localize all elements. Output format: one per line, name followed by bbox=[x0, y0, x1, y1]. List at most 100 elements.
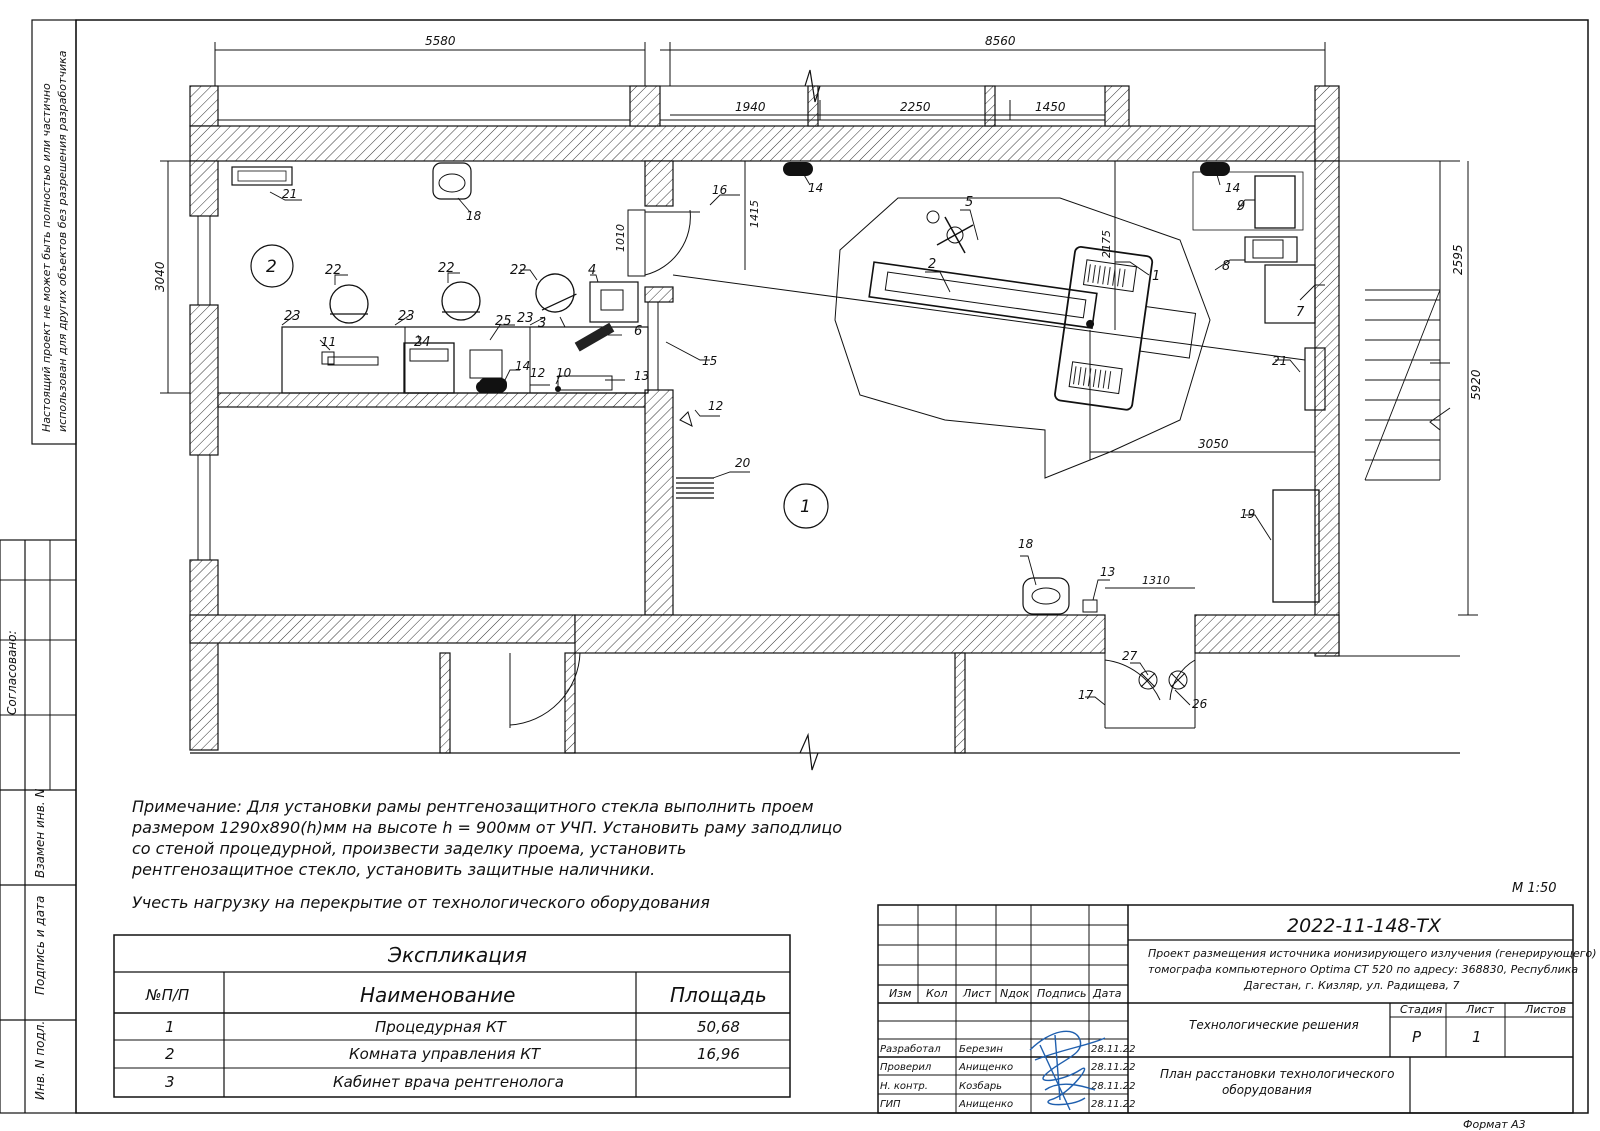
callout-14b: 14 bbox=[1225, 181, 1240, 195]
explication-header-name: Наименование bbox=[360, 983, 515, 1007]
col-list: Лист bbox=[962, 987, 991, 1000]
callout-14c: 14 bbox=[515, 359, 530, 373]
note-line5: Учесть нагрузку на перекрытие от техноло… bbox=[132, 893, 710, 912]
explication-title: Экспликация bbox=[387, 943, 527, 967]
sign-date: 28.11.22 bbox=[1091, 1099, 1136, 1110]
callout-19: 19 bbox=[1240, 507, 1255, 521]
sign-date: 28.11.22 bbox=[1091, 1081, 1136, 1092]
inventory-label: Инв. N подл. bbox=[33, 1021, 47, 1100]
callout-3: 3 bbox=[538, 316, 546, 331]
callout-21b: 21 bbox=[1272, 354, 1287, 368]
dim-5580: 5580 bbox=[425, 34, 456, 48]
callout-23a: 23 bbox=[284, 309, 301, 324]
room-2-number: 2 bbox=[266, 257, 277, 277]
signature-scribble bbox=[1029, 1030, 1106, 1111]
side-note-line1: Настоящий проект не может быть полностью… bbox=[40, 83, 53, 432]
callout-1: 1 bbox=[1152, 269, 1160, 284]
explication-row-num: 2 bbox=[165, 1045, 175, 1063]
scale-label: М 1:50 bbox=[1512, 881, 1557, 896]
dim-1310: 1310 bbox=[1142, 574, 1170, 587]
ct-gantry bbox=[1054, 246, 1197, 411]
callout-18a: 18 bbox=[466, 209, 482, 223]
ct-table bbox=[868, 261, 1098, 329]
role: Н. контр. bbox=[880, 1081, 928, 1092]
callout-22c: 22 bbox=[510, 263, 527, 278]
dim-2250: 2250 bbox=[900, 100, 931, 114]
note-block: Примечание: Для установки рамы рентгеноз… bbox=[131, 797, 842, 912]
ct-scanner-area bbox=[834, 197, 1211, 479]
dim-1010: 1010 bbox=[614, 224, 627, 252]
role: ГИП bbox=[880, 1099, 901, 1110]
injector bbox=[926, 210, 974, 254]
agreed-label: Согласовано: bbox=[5, 630, 19, 715]
dim-1940: 1940 bbox=[735, 100, 766, 114]
note-line4: рентгенозащитное стекло, установить защи… bbox=[131, 860, 655, 879]
sheet-title-line1: План расстановки технологического bbox=[1160, 1067, 1394, 1081]
person-name: Анищенко bbox=[958, 1099, 1013, 1110]
doc-desc-line2: томографа компьютерного Optima CT 520 по… bbox=[1148, 963, 1578, 976]
room-1-number: 1 bbox=[800, 497, 811, 517]
callout-6: 6 bbox=[634, 324, 642, 339]
col-ndok: Nдок bbox=[1000, 987, 1030, 1000]
callouts: 1 2 3 4 5 6 7 8 9 10 11 12 12 13 13 14 1… bbox=[282, 181, 1305, 711]
doc-desc-line1: Проект размещения источника ионизирующег… bbox=[1148, 947, 1597, 960]
role: Проверил bbox=[880, 1062, 932, 1073]
sign-date: 28.11.22 bbox=[1091, 1044, 1136, 1055]
dim-3050: 3050 bbox=[1198, 437, 1229, 451]
replaced-label: Взамен инв. N bbox=[33, 789, 47, 878]
person-name: Козбарь bbox=[959, 1080, 1002, 1092]
role: Разработал bbox=[880, 1043, 941, 1055]
section-name: Технологические решения bbox=[1189, 1018, 1359, 1032]
callout-2: 2 bbox=[928, 257, 936, 272]
walls bbox=[189, 69, 1460, 771]
dim-5920: 5920 bbox=[1469, 369, 1483, 400]
dim-3040: 3040 bbox=[153, 261, 167, 292]
callout-25: 25 bbox=[495, 314, 512, 329]
note-line1: Примечание: Для установки рамы рентгеноз… bbox=[132, 797, 814, 816]
note-line3: со стеной процедурной, произвести заделк… bbox=[132, 839, 686, 858]
callout-7: 7 bbox=[1296, 305, 1305, 320]
dim-1415: 1415 bbox=[748, 200, 761, 228]
callout-27: 27 bbox=[1122, 649, 1138, 663]
callout-14a: 14 bbox=[808, 181, 823, 195]
explication-row-name: Процедурная КТ bbox=[375, 1018, 508, 1036]
callout-22b: 22 bbox=[438, 261, 455, 276]
explication-row-area: 50,68 bbox=[697, 1018, 740, 1036]
callout-24: 24 bbox=[414, 335, 431, 350]
doc-desc-line3: Дагестан, г. Кизляр, ул. Радищева, 7 bbox=[1243, 979, 1459, 992]
format-label: Формат А3 bbox=[1463, 1118, 1526, 1131]
sign-date: 28.11.22 bbox=[1091, 1062, 1136, 1073]
col-data: Дата bbox=[1092, 987, 1122, 1000]
note-line2: размером 1290х890(h)мм на высоте h = 900… bbox=[131, 818, 842, 837]
person-name: Анищенко bbox=[958, 1062, 1013, 1073]
col-kol: Кол bbox=[926, 987, 948, 1000]
dim-1450: 1450 bbox=[1035, 100, 1066, 114]
signature-date-label: Подпись и дата bbox=[33, 896, 47, 995]
callout-23b: 23 bbox=[398, 309, 415, 324]
stage-value: Р bbox=[1412, 1028, 1422, 1046]
explication-row-name: Кабинет врача рентгенолога bbox=[333, 1073, 564, 1091]
callout-4: 4 bbox=[588, 263, 596, 278]
explication-table: Экспликация №П/П Наименование Площадь 1 … bbox=[113, 934, 791, 1098]
callout-8: 8 bbox=[1222, 259, 1230, 274]
callout-23c: 23 bbox=[517, 311, 534, 326]
sheet-value: 1 bbox=[1472, 1028, 1482, 1046]
room-markers: 2 1 bbox=[250, 244, 829, 529]
sheet-title-line2: оборудования bbox=[1222, 1083, 1312, 1097]
callout-20: 20 bbox=[735, 456, 751, 470]
title-block: М 1:50 Изм Кол Лист Nдок Подпись Дата Ра… bbox=[877, 881, 1597, 1131]
callout-22a: 22 bbox=[325, 263, 342, 278]
callout-12a: 12 bbox=[530, 366, 545, 380]
sheets-header: Листов bbox=[1524, 1003, 1566, 1016]
callout-13b: 13 bbox=[1100, 565, 1115, 579]
explication-row-num: 1 bbox=[165, 1018, 175, 1036]
col-izm: Изм bbox=[889, 987, 911, 1000]
callout-5: 5 bbox=[965, 195, 973, 210]
dim-2595: 2595 bbox=[1451, 244, 1465, 275]
explication-row-name: Комната управления КТ bbox=[349, 1045, 542, 1063]
callout-13a: 13 bbox=[634, 369, 649, 383]
callout-9: 9 bbox=[1237, 199, 1245, 214]
side-note-line2: использован для других объектов без разр… bbox=[56, 50, 69, 432]
col-podpis: Подпись bbox=[1037, 987, 1086, 1000]
callout-18b: 18 bbox=[1018, 537, 1034, 551]
